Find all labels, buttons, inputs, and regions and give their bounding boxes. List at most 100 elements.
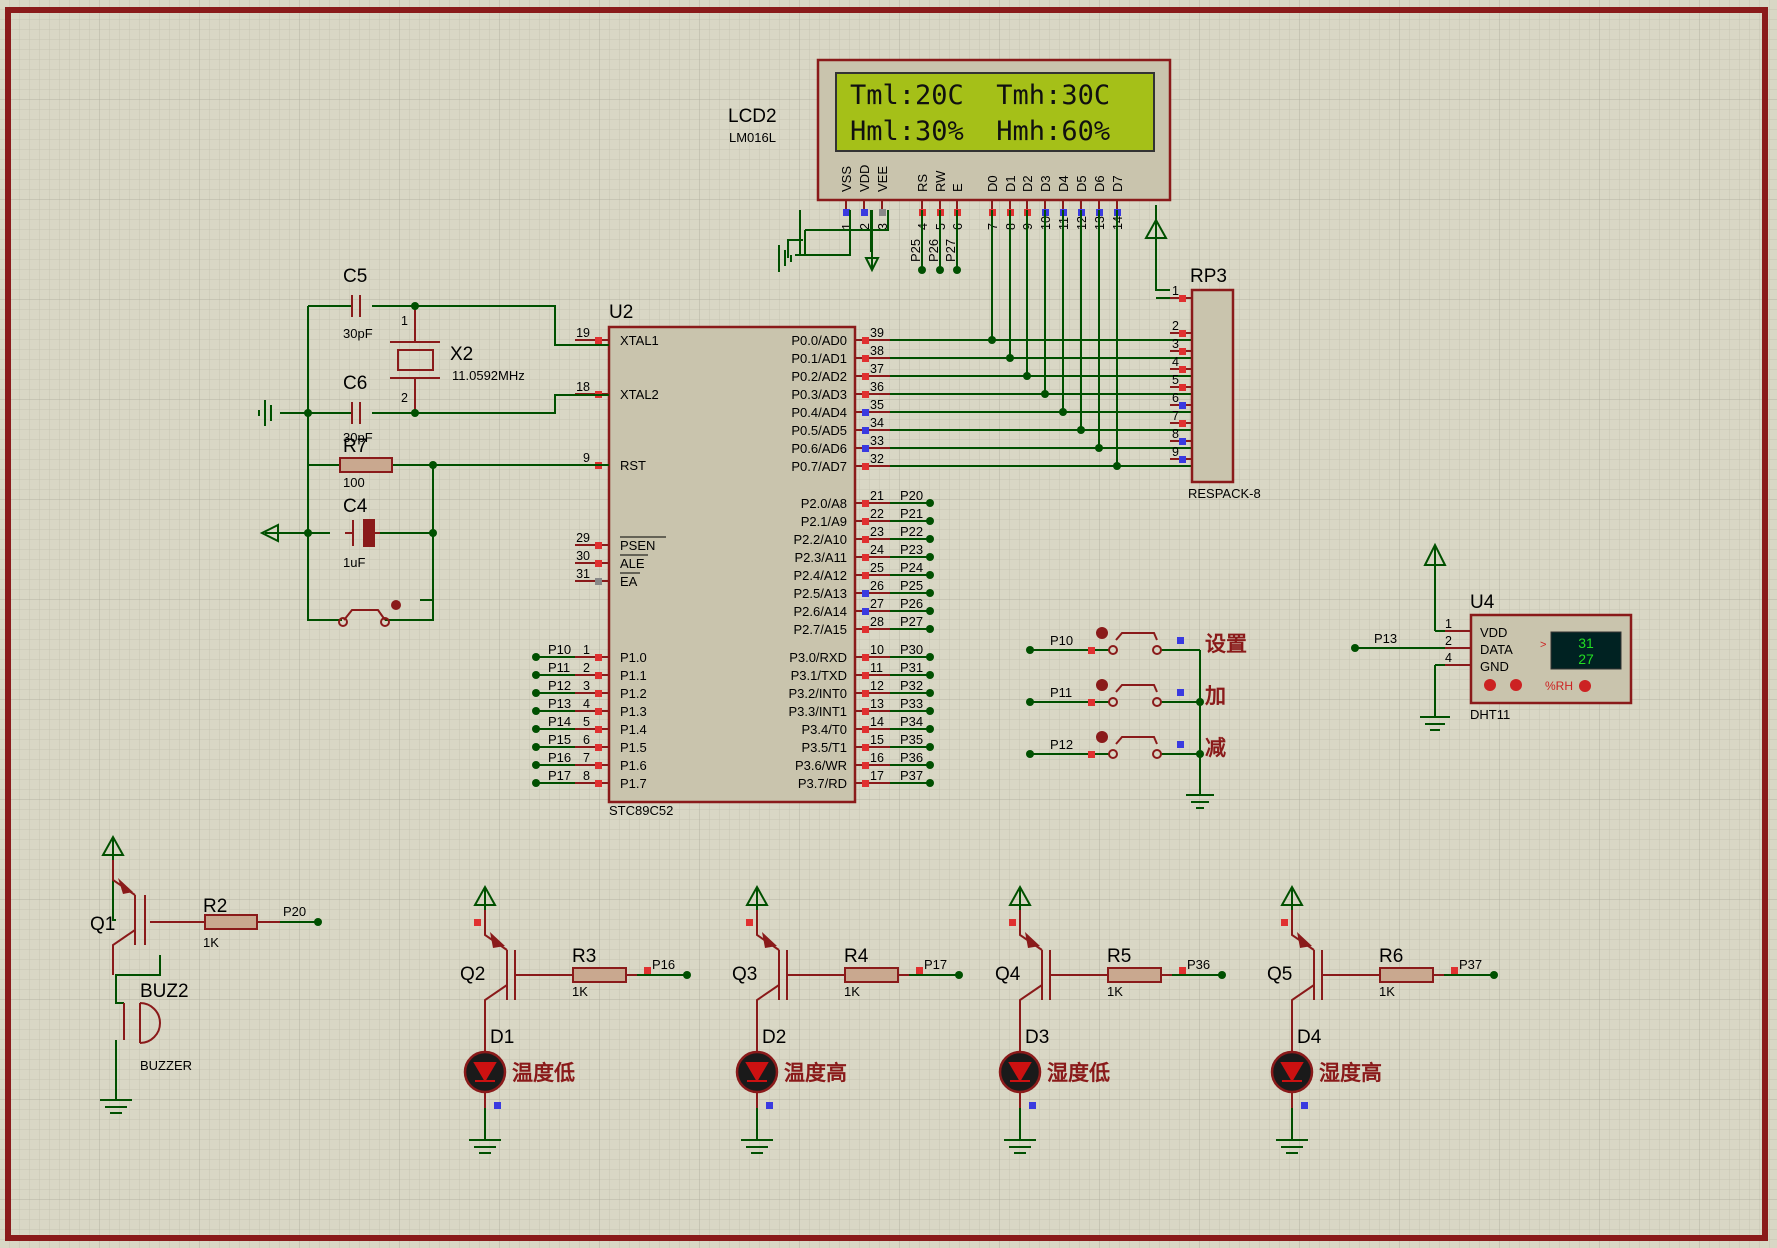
resistor-value: 1K (572, 984, 588, 999)
mcu-pin-number: 33 (870, 434, 884, 448)
pin-marker (595, 690, 602, 697)
mcu-body (607, 325, 857, 804)
c6-value: 30pF (343, 430, 373, 445)
mcu-pin-number: 29 (576, 531, 590, 545)
rp3-pin-number: 2 (1172, 319, 1179, 333)
driver-net-label: P17 (924, 957, 947, 972)
q1-ref: Q1 (90, 914, 115, 935)
pin-marker (595, 708, 602, 715)
junction-dot (926, 779, 934, 787)
junction-dot (926, 571, 934, 579)
rp3-pin-number: 7 (1172, 409, 1179, 423)
led-label: 湿度高 (1319, 1061, 1382, 1085)
led-ref: D3 (1025, 1027, 1049, 1048)
xtal-ground-symbol (258, 400, 272, 426)
oscillator-reset-circuit[interactable]: C5 30pF C6 30pF X2 11.0592MHz 1 2 R7 100… (258, 266, 609, 627)
mcu-pin-label: PSEN (620, 538, 655, 553)
pin-marker (595, 560, 602, 567)
pin-marker (1179, 420, 1186, 427)
mcu-pin-label: P0.0/AD0 (791, 333, 847, 348)
mcu-net-label: P37 (900, 768, 923, 783)
driver-net-label: P37 (1459, 957, 1482, 972)
button-net-label: P12 (1050, 737, 1073, 752)
pin-marker (1179, 456, 1186, 463)
dht11-sensor[interactable]: 31 27 > %RH U4 DHT11 VDD DATA GND 1 2 4 … (1351, 542, 1633, 731)
pin-marker (862, 744, 869, 751)
dht11-up-button[interactable] (1510, 679, 1522, 691)
dht11-rh-button[interactable] (1579, 680, 1591, 692)
mcu-pin-label: P3.1/TXD (791, 668, 847, 683)
mcu-net-label: P25 (900, 578, 923, 593)
mcu-pin-label: P0.1/AD1 (791, 351, 847, 366)
led-drivers[interactable]: Q2R31KP16D1温度低Q3R41KP17D2温度高Q4R51KP36D3湿… (460, 884, 1498, 1154)
mcu-pin-number: 12 (870, 679, 884, 693)
mcu-pin-label: P3.0/RXD (789, 650, 847, 665)
mcu-pin-label: P3.6/WR (795, 758, 847, 773)
junction-dot (936, 266, 944, 274)
pin-marker (595, 780, 602, 787)
pin-marker (862, 427, 869, 434)
pin-marker (843, 209, 850, 216)
lcd-pin-label: D3 (1038, 175, 1053, 192)
mcu-pin-number: 11 (870, 661, 883, 675)
mcu-pin-number: 5 (583, 715, 590, 729)
pin-marker (1088, 699, 1095, 706)
pin-marker (862, 518, 869, 525)
mcu-pin-label: P1.5 (620, 740, 647, 755)
mcu-pin-label: P2.1/A9 (801, 514, 847, 529)
mcu-pin-number: 23 (870, 525, 884, 539)
junction-dot (1218, 971, 1226, 979)
sheet-border (5, 7, 1768, 1241)
mcu-pin-label: P1.1 (620, 668, 647, 683)
lcd-lm016l[interactable]: Tml:20C Tmh:30C Hml:30% Hmh:60% LCD2 LM0… (728, 58, 1172, 274)
dht11-down-button[interactable] (1484, 679, 1496, 691)
junction-dot (1023, 372, 1031, 380)
lcd-pin-label: D2 (1020, 175, 1035, 192)
rp3-pin: 4 (1170, 355, 1192, 373)
x2-pin-2: 2 (401, 391, 408, 405)
led-ref: D4 (1297, 1027, 1322, 1048)
mcu-pin-number: 28 (870, 615, 884, 629)
junction-dot (532, 779, 540, 787)
mcu-pin-label: P1.6 (620, 758, 647, 773)
pin-marker (862, 672, 869, 679)
pin-marker (862, 337, 869, 344)
resistor-ref: R6 (1379, 946, 1403, 967)
buzzer-driver[interactable]: Q1 R2 1K P20 BUZ2 BUZZER (90, 834, 322, 1114)
mcu-pin-number: 18 (576, 380, 590, 394)
mcu-pin-label: P2.3/A11 (794, 550, 847, 565)
junction-dot (532, 707, 540, 715)
junction-dot (1026, 698, 1034, 706)
mcu-net-label: P34 (900, 714, 923, 729)
lcd-net-label: P27 (943, 239, 958, 262)
resistor-ref: R3 (572, 946, 596, 967)
pin-marker (1179, 402, 1186, 409)
pin-marker (862, 391, 869, 398)
pin-marker (595, 762, 602, 769)
pin-marker (1179, 366, 1186, 373)
mcu-stc89c52[interactable]: U2 STC89C52 XTAL119XTAL218RST9PSEN29ALE3… (532, 302, 934, 818)
led-label: 温度高 (784, 1061, 847, 1085)
